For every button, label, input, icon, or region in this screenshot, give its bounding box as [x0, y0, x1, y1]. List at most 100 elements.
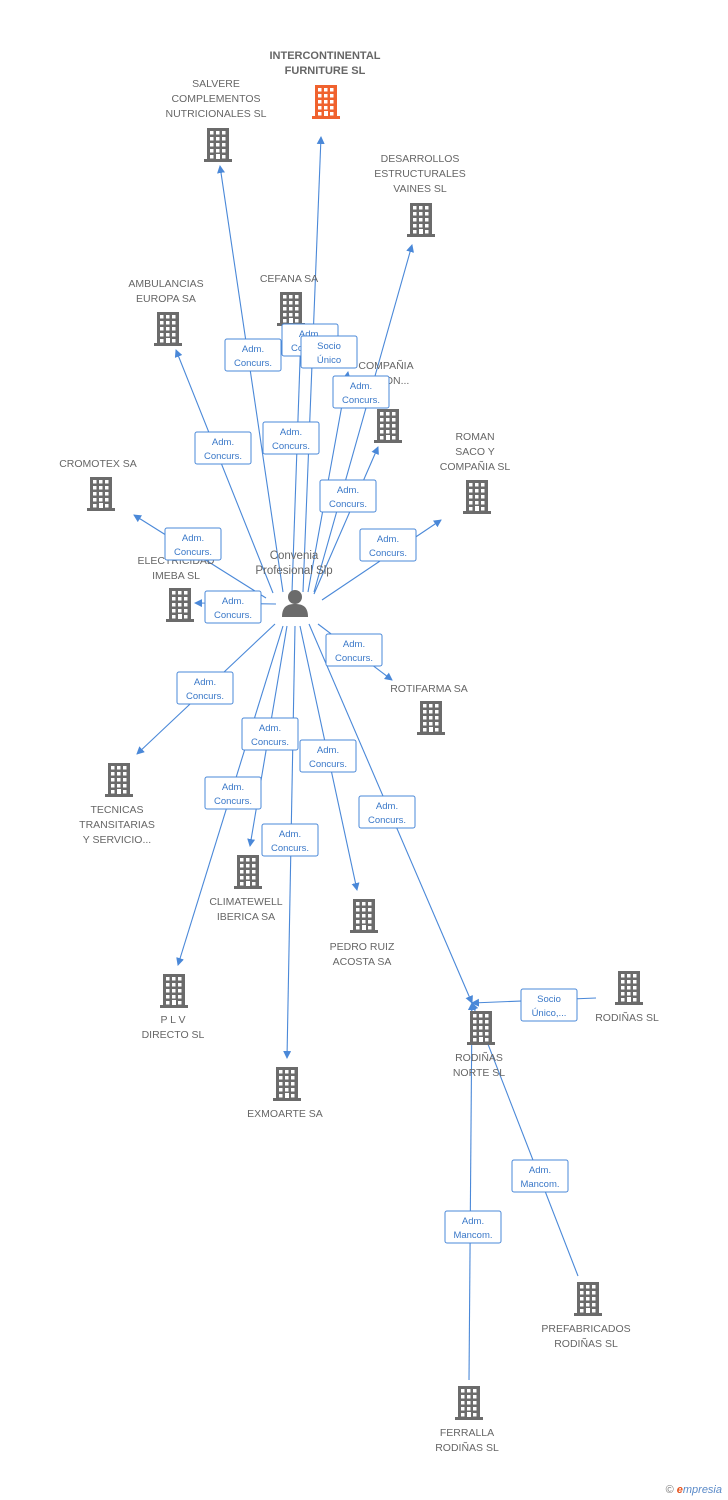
badge-text-line: Adm. [182, 533, 204, 544]
node-label-line: IBERICA SA [217, 911, 275, 923]
badge-text-line: Concurs. [342, 395, 380, 406]
badge-text-line: Mancom. [453, 1230, 492, 1241]
building-icon [234, 855, 262, 889]
edge-center-to-compania [313, 446, 379, 595]
building-icon [615, 971, 643, 1005]
badge-text-line: Adm. [194, 677, 216, 688]
node-label-line: RODIÑAS SL [435, 1441, 499, 1454]
relation-badge[interactable]: Adm.Concurs. [194, 431, 252, 465]
relation-badge[interactable]: Adm.Concurs. [325, 633, 383, 667]
badge-text-line: Adm. [222, 596, 244, 607]
relation-badge[interactable]: Adm.Concurs. [319, 479, 377, 513]
node-label-line: VAINES SL [393, 183, 447, 195]
badge-box [359, 528, 417, 562]
node-label-line: AMBULANCIAS [128, 278, 203, 290]
badge-text-line: Mancom. [520, 1179, 559, 1190]
relation-badge[interactable]: Adm.Mancom. [444, 1210, 502, 1244]
relation-badge[interactable]: Adm.Concurs. [176, 671, 234, 705]
badge-text-line: Concurs. [251, 737, 289, 748]
node-label-line: IMEBA SL [152, 570, 200, 582]
edge-line [467, 1002, 476, 1381]
relation-badge[interactable]: Adm. Concurs. [359, 528, 417, 562]
building-icon [417, 701, 445, 735]
node-label-line: EXMOARTE SA [247, 1108, 323, 1120]
center-person[interactable]: Convenia Profesional Slp [255, 550, 333, 617]
badge-text-line: Concurs. [214, 610, 252, 621]
badge-box [194, 431, 252, 465]
node-cromotex[interactable]: CROMOTEX SA [59, 458, 137, 511]
relation-badge[interactable]: Adm.Concurs. [262, 421, 320, 455]
node-exmoarte[interactable]: EXMOARTE SA [247, 1067, 323, 1120]
relation-badge[interactable]: Adm.Concurs. [204, 776, 262, 810]
badge-text-line: Adm. [377, 534, 399, 545]
badge-box [520, 988, 578, 1022]
badge-text-line: Adm. [280, 427, 302, 438]
relation-badge[interactable]: Adm.Concurs. [224, 338, 282, 372]
badge-text-line: Concurs. [309, 759, 347, 770]
relation-badge[interactable]: Adm. Concurs. [164, 527, 222, 561]
relation-badge[interactable]: Adm.Concurs. [241, 717, 299, 751]
badge-box [325, 633, 383, 667]
relation-badge[interactable]: SocioÚnico,... [520, 988, 578, 1022]
node-cefana[interactable]: CEFANA SA [260, 273, 318, 326]
node-label-line: COMPAÑIA SL [440, 460, 511, 473]
node-label-line: NORTE SL [453, 1067, 505, 1079]
building-icon [574, 1282, 602, 1316]
node-label-line: PEDRO RUIZ [330, 941, 395, 953]
badge-text-line: Adm. [350, 381, 372, 392]
node-label-line: RODIÑAS [455, 1051, 503, 1064]
building-icon [273, 1067, 301, 1101]
badge-box [262, 421, 320, 455]
node-label-line: RODIÑAS SL [595, 1011, 659, 1024]
node-rotifarma[interactable]: ROTIFARMA SA [390, 683, 468, 735]
badge-text-line: Concurs. [214, 796, 252, 807]
building-icon [160, 974, 188, 1008]
relation-badge[interactable]: Adm. Concurs. [332, 375, 390, 409]
node-label-line: SACO Y [455, 446, 495, 458]
node-ambulancias[interactable]: AMBULANCIAS EUROPA SA [128, 278, 204, 346]
badge-text-line: Concurs. [234, 358, 272, 369]
edge-line [470, 1002, 579, 1277]
building-icon [87, 477, 115, 511]
badge-text-line: Concurs. [174, 547, 212, 558]
node-label-line: TECNICAS [90, 804, 143, 816]
relation-badge[interactable]: Adm. Concurs. [204, 590, 262, 624]
node-label-line: CROMOTEX SA [59, 458, 137, 470]
edge-prefabricados-to-rodinas-norte [470, 1002, 579, 1277]
edge-line [217, 165, 284, 593]
node-label-line: NUTRICIONALES SL [166, 108, 267, 120]
edges-layer [133, 136, 597, 1381]
node-label-line: DESARROLLOS [381, 153, 460, 165]
badge-text-line: Socio [317, 341, 341, 352]
node-rodinas[interactable]: RODIÑAS SL [595, 971, 659, 1024]
badge-text-line: Adm. [317, 745, 339, 756]
building-icon [204, 128, 232, 162]
node-label-line: ACOSTA SA [333, 956, 392, 968]
node-label-line: CEFANA SA [260, 273, 318, 285]
relation-badge[interactable]: Adm.Mancom. [511, 1159, 569, 1193]
node-label-line: INTERCONTINENTAL [269, 50, 380, 62]
badge-text-line: Único [317, 355, 341, 366]
node-rodinas-norte[interactable]: RODIÑAS NORTE SL [453, 1011, 505, 1079]
relation-badge[interactable]: Adm.Concurs. [261, 823, 319, 857]
relation-badge[interactable]: Adm.Concurs. [358, 795, 416, 829]
relation-badge[interactable]: Adm. Concurs. [299, 739, 357, 773]
badge-text-line: Concurs. [369, 548, 407, 559]
badges-layer: Adm.Concurs.SocioÚnicoAdm.Concurs.Adm.Co… [164, 323, 578, 1244]
node-pedro[interactable]: PEDRO RUIZ ACOSTA SA [330, 899, 395, 968]
node-label-line: EUROPA SA [136, 293, 196, 305]
brand-logo-mark: e [676, 1484, 683, 1496]
badge-text-line: Adm. [299, 329, 321, 340]
